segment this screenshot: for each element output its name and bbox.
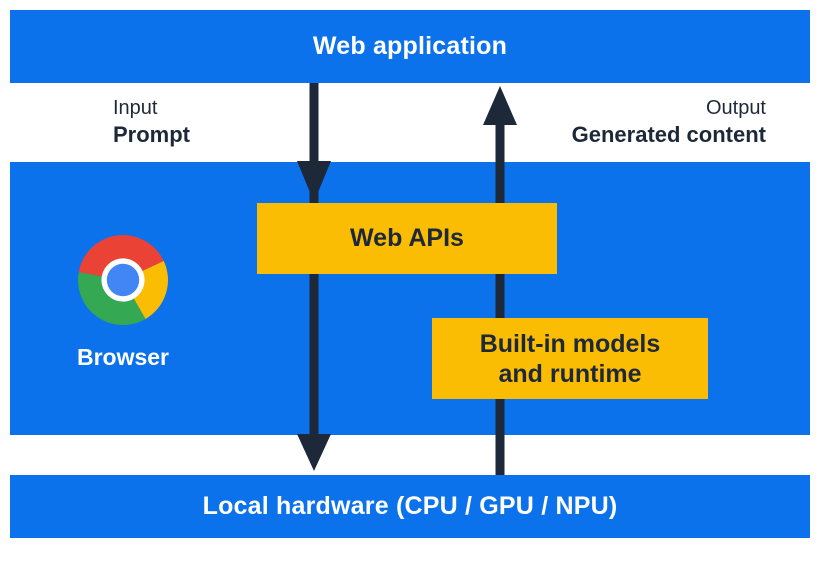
- browser-label: Browser: [76, 344, 170, 370]
- output-label-group: Output Generated content: [572, 96, 766, 148]
- up-arrow: [483, 86, 517, 475]
- input-label-group: Input Prompt: [113, 96, 190, 148]
- chrome-logo-icon: [78, 235, 168, 325]
- builtin-models-label-line1: Built-in models: [479, 329, 661, 358]
- browser-block: Browser: [63, 235, 183, 371]
- web-apis-label: Web APIs: [350, 224, 464, 252]
- down-arrow: [297, 83, 331, 471]
- local-hardware-label: Local hardware (CPU / GPU / NPU): [202, 492, 618, 520]
- web-application-layer: Web application: [10, 10, 810, 83]
- output-kind-label: Output: [705, 97, 766, 119]
- builtin-models-label-line2: and runtime: [498, 359, 642, 388]
- local-hardware-layer: Local hardware (CPU / GPU / NPU): [10, 475, 810, 538]
- input-kind-label: Input: [113, 97, 158, 119]
- up-arrowhead: [483, 86, 517, 125]
- input-value-label: Prompt: [113, 122, 190, 147]
- output-value-label: Generated content: [571, 122, 766, 147]
- web-apis-node: Web APIs: [257, 203, 557, 274]
- web-application-label: Web application: [312, 32, 508, 60]
- builtin-models-node: Built-in models and runtime: [432, 318, 708, 399]
- down-arrowhead-upper: [297, 161, 331, 202]
- down-arrowhead-lower: [297, 434, 331, 471]
